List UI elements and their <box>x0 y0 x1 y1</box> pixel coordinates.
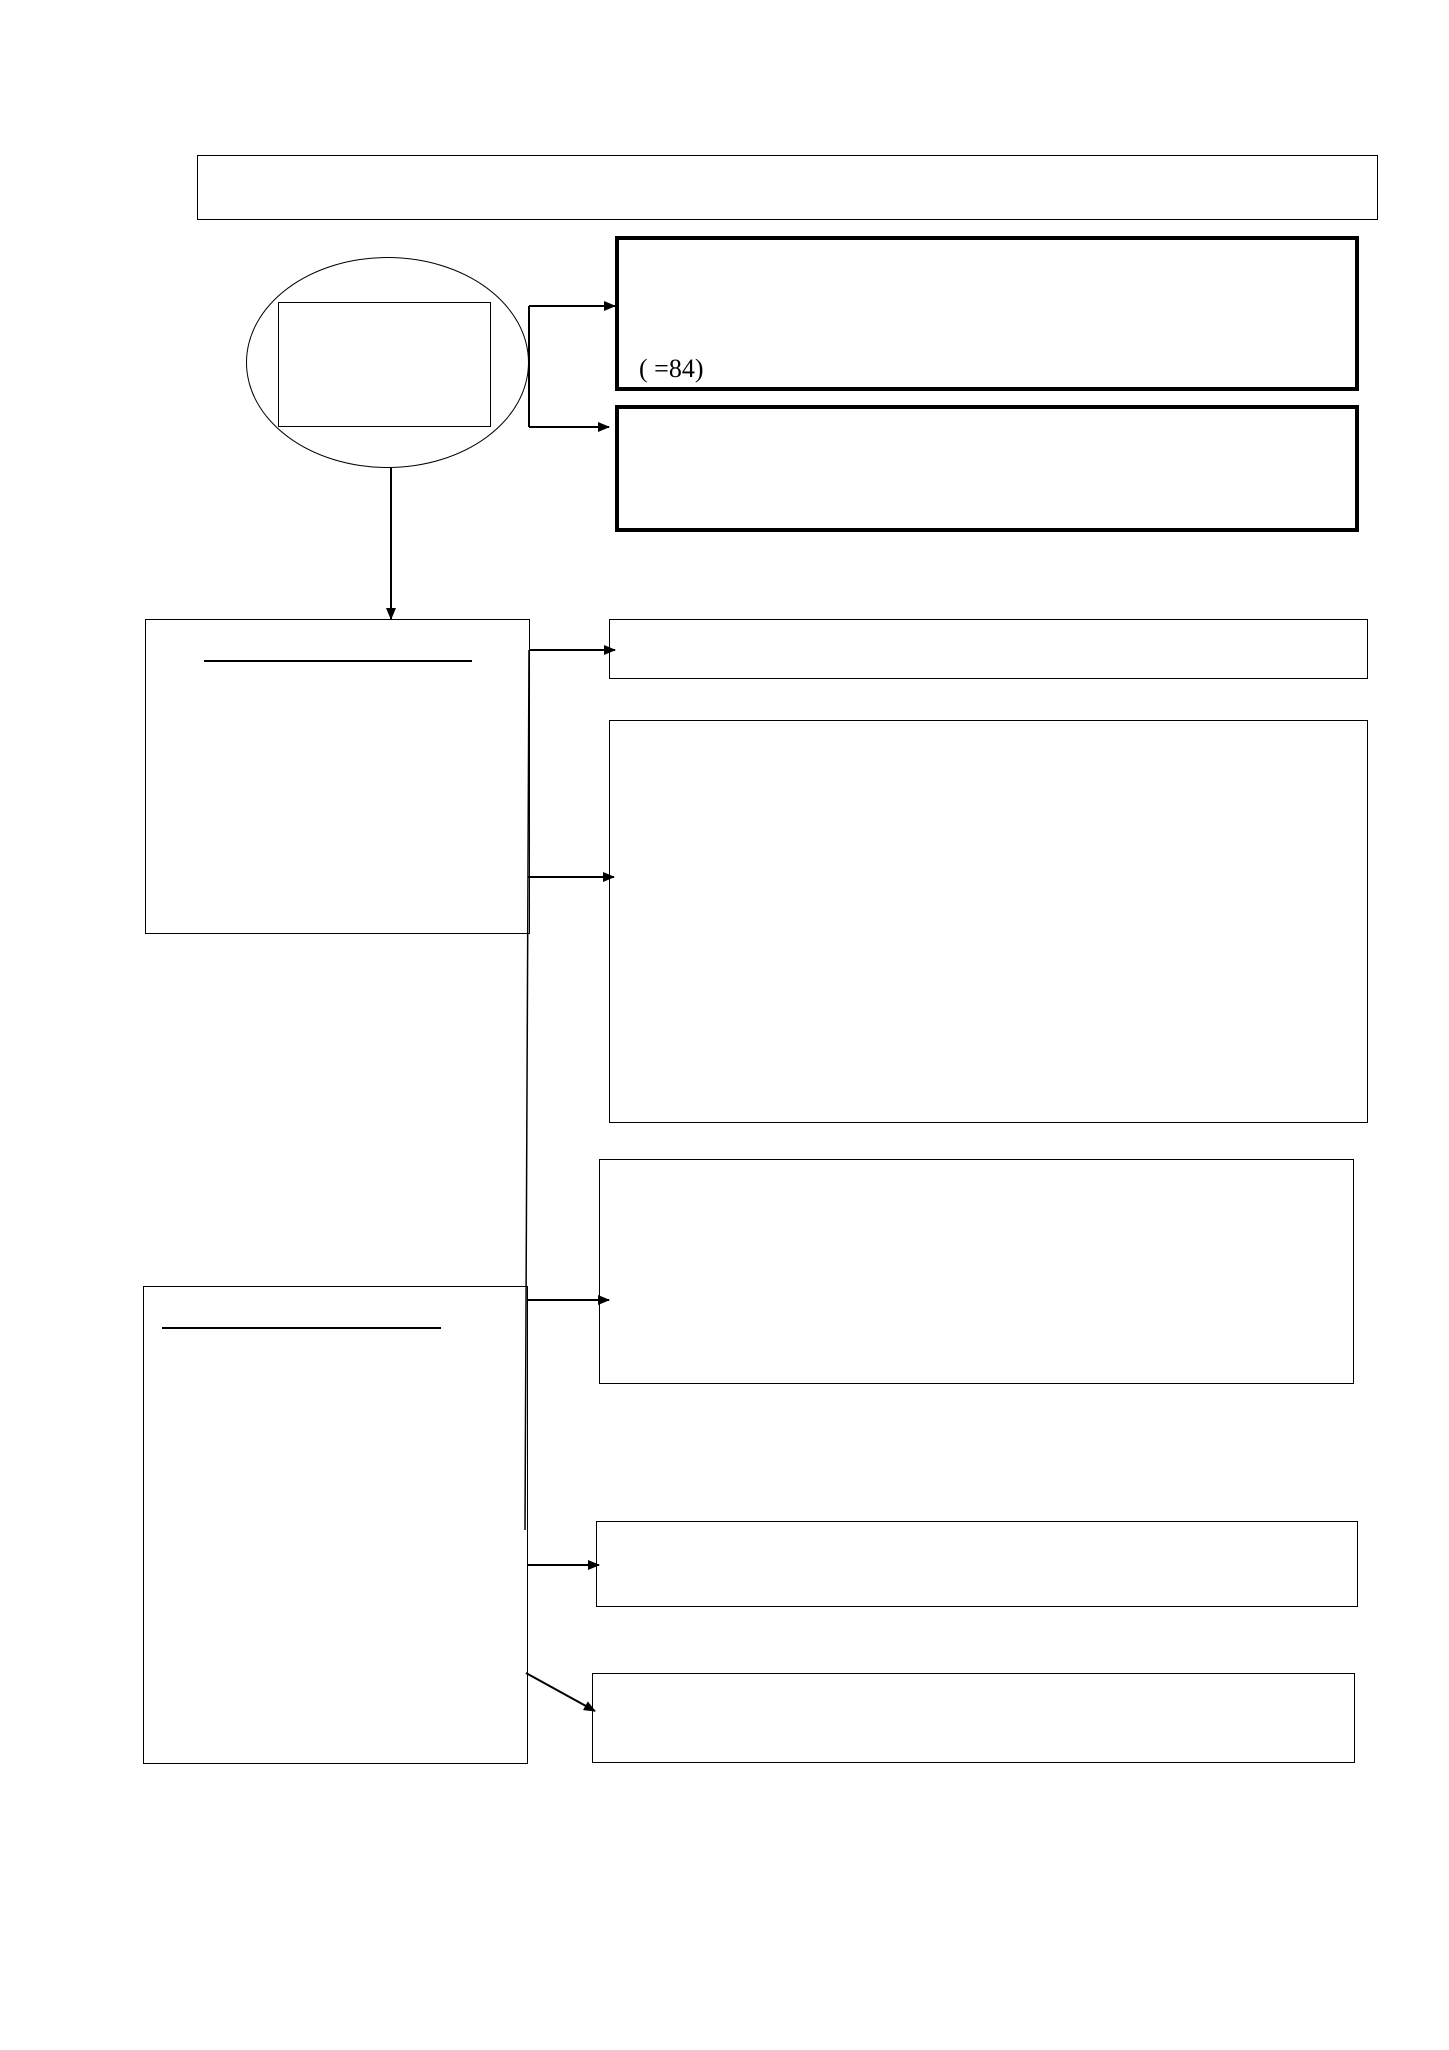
arrow-to-group-b-outcome-3 <box>525 1672 596 1712</box>
group-a-box <box>145 619 530 934</box>
title-box <box>197 155 1378 220</box>
long-vertical-connector <box>524 649 530 1531</box>
excluded-box-top: ( =84) <box>615 236 1359 391</box>
excluded-box-bottom <box>615 405 1359 532</box>
group-a-heading-underline <box>204 660 472 662</box>
group-b-outcome-box-3 <box>592 1673 1355 1763</box>
group-b-heading-underline <box>162 1327 441 1329</box>
population-box <box>278 302 491 427</box>
group-b-outcome-box-1 <box>599 1159 1354 1384</box>
group-b-box <box>143 1286 528 1764</box>
excluded-count-note: ( =84) <box>639 354 704 383</box>
group-a-outcome-box-2 <box>609 720 1368 1123</box>
